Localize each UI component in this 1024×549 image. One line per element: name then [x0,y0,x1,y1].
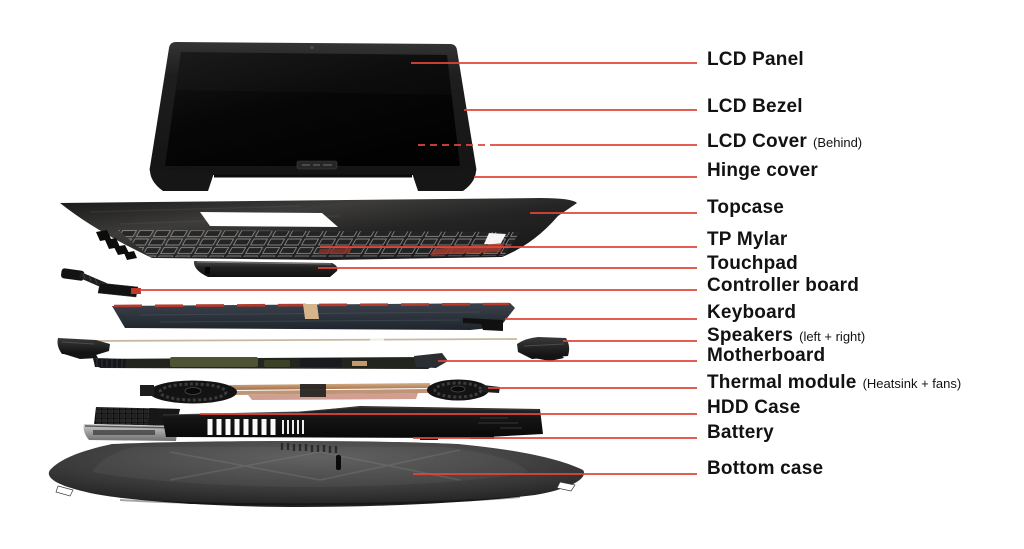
mobo-right-connector [414,353,448,368]
vent-fins [96,230,137,260]
keyboard-cutouts [118,230,520,257]
key-cutout-white [484,233,506,245]
speaker-right-detail [523,343,565,347]
part-thermal-module [140,379,500,404]
battery-label-marks [478,417,522,429]
fan-left-fins [140,385,154,396]
screw-post [336,455,341,470]
screen-glare [176,52,452,95]
bottom-x-pattern [169,449,461,481]
fan-right-blades [433,381,483,399]
speaker-right [517,337,570,359]
touchpad-top-highlight [196,261,332,265]
part-speakers [57,337,570,361]
speaker-left-foot [64,353,98,359]
hdd-tray-slot [93,430,155,435]
part-controller-board [60,268,141,298]
hdd-tray-shadow [84,425,178,429]
hinge-foot-left [149,168,214,191]
bottom-vent-ticks [280,443,338,453]
mobo-dark-chip [300,358,342,367]
heatpipe-upper [230,383,430,390]
mobo-coil-ribs [96,358,123,368]
fan-left-hub [184,387,202,395]
controller-pcb [97,282,139,298]
fan-left-blades [158,382,228,402]
mobo-coil-part [93,358,126,368]
part-battery [162,406,543,440]
part-bottom-case [48,441,585,507]
webcam-dot [310,45,314,50]
part-keyboard [112,302,515,331]
keyboard-glow-accent-right [430,243,505,255]
bottom-shell-inner-sheen [92,447,528,487]
speaker-left-detail [61,341,95,345]
heatpipe-pcb-strip [248,393,418,400]
speaker-right-foot [528,354,564,361]
fan-right-exhaust [483,385,500,393]
part-display-assembly [149,42,477,191]
mobo-copper-pad [352,361,367,366]
mobo-olive-module-2 [264,360,290,367]
battery-tab-2 [470,431,494,439]
part-motherboard [93,353,448,369]
fan-right-hub [450,385,466,393]
corner-slot-left [55,485,74,497]
touchpad-notch [205,267,210,274]
part-touchpad [193,261,338,277]
touchpad-cutout [200,212,338,227]
part-topcase [60,198,577,260]
mobo-olive-module [170,357,258,367]
bottom-shell [48,441,585,507]
controller-connector-left [60,268,85,281]
bottom-front-shadow [119,496,521,506]
battery-tab-1 [420,433,438,440]
keyboard-backlight-accent [113,302,510,308]
touchpad-bar [193,261,338,277]
keyboard-ribbon-copper [303,304,319,319]
battery-vents [207,419,276,435]
keyboard-connector [463,318,503,331]
antenna-wire [89,338,518,342]
controller-red-connector [131,288,141,294]
corner-slot-right [556,481,576,492]
battery-vents-thin [282,420,304,434]
leader-lines [140,62,697,475]
hinge-foot-right [412,168,477,191]
lcd-screen [165,52,460,166]
controller-cable-ribs [82,272,98,285]
keyboard-glow-accent-mid [318,248,352,254]
heatpipe-block [300,384,326,397]
